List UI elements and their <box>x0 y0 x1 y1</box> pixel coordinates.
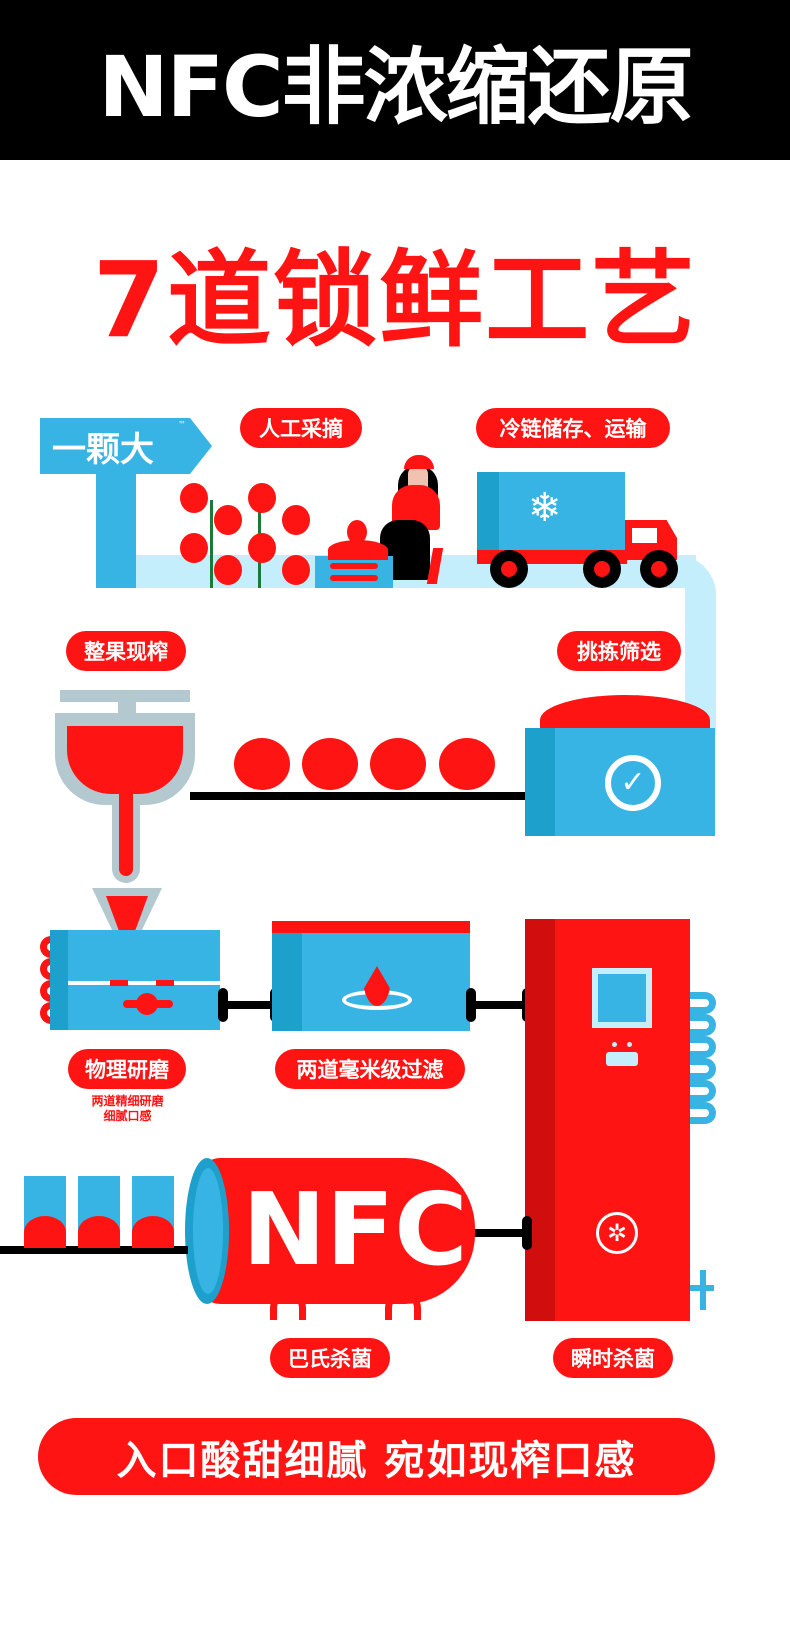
juice-carton <box>132 1176 174 1248</box>
step-label-pasteurization: 巴氏杀菌 <box>270 1338 390 1378</box>
note-line: 两道精细研磨 <box>91 1094 164 1108</box>
sign-post <box>96 470 136 588</box>
tomato-crate <box>315 556 393 588</box>
header-title: NFC非浓缩还原 <box>98 37 693 136</box>
pipe <box>472 1001 527 1009</box>
footer-banner: 入口酸甜细腻 宛如现榨口感 <box>38 1418 715 1495</box>
step-label-sorting: 挑拣筛选 <box>557 631 681 671</box>
page-header: NFC非浓缩还原 <box>0 0 790 160</box>
step-label-flash-sterilization: 瞬时杀菌 <box>553 1338 673 1378</box>
juice-carton <box>78 1176 120 1248</box>
conveyor-belt <box>0 1246 188 1254</box>
note-line: 细腻口感 <box>103 1109 152 1123</box>
step-label-cold-chain: 冷链储存、运输 <box>476 408 670 448</box>
brand-sign <box>40 418 190 474</box>
tomato <box>370 738 426 790</box>
trademark: ™ <box>178 420 186 429</box>
juice-carton <box>24 1176 66 1248</box>
brand-logo: 一颗大 <box>52 430 154 470</box>
tank-label: NFC <box>242 1171 468 1288</box>
step-label-juicing: 整果现榨 <box>66 631 186 671</box>
pipe <box>225 1001 275 1009</box>
check-icon: ✓ <box>605 755 661 811</box>
step-label-grinding: 物理研磨 <box>68 1049 186 1089</box>
step-label-harvest: 人工采摘 <box>240 408 362 448</box>
tomato <box>439 738 495 790</box>
germ-icon: ✲ <box>596 1212 638 1254</box>
page-subtitle: 7道锁鲜工艺 <box>92 239 698 361</box>
step-label-filtering: 两道毫米级过滤 <box>275 1049 465 1089</box>
tomato <box>234 738 290 790</box>
grinding-note: 两道精细研磨细腻口感 <box>60 1094 195 1124</box>
tomato <box>302 738 358 790</box>
conveyor-belt <box>190 792 545 800</box>
pipe <box>470 1229 527 1237</box>
snowflake-icon: ❄ <box>528 485 562 531</box>
